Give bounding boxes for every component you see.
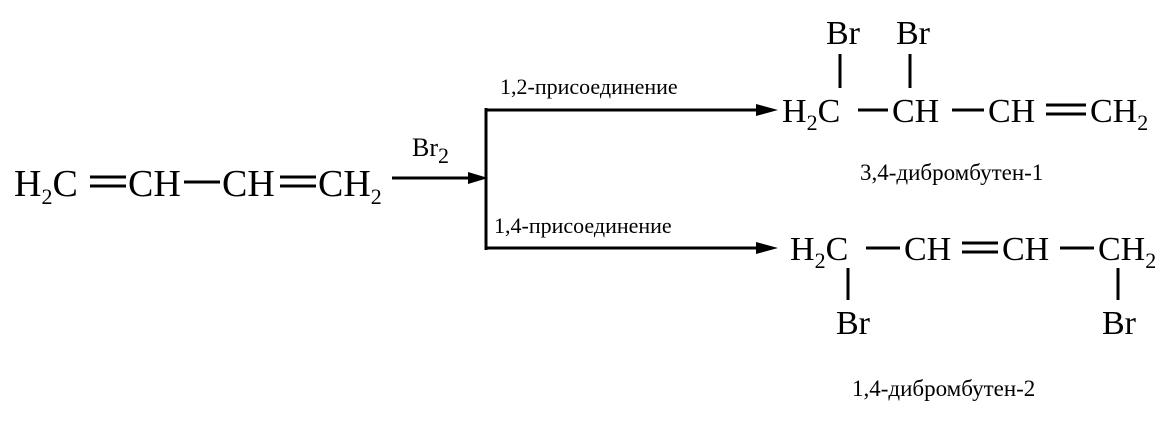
top-sub-2: 2 xyxy=(1137,110,1148,135)
top-ch-1: CH xyxy=(892,93,939,130)
top-h: H xyxy=(782,93,807,130)
svg-text:H2C: H2C xyxy=(790,231,848,273)
reagent-text: Br xyxy=(412,133,438,162)
svg-text:Br2: Br2 xyxy=(412,133,449,168)
reagent-arrow: Br2 xyxy=(392,133,488,184)
svg-text:CH2: CH2 xyxy=(1090,93,1148,135)
bottom-c: C xyxy=(826,231,849,268)
svg-text:CH2: CH2 xyxy=(318,163,382,209)
product-bottom-name: 1,4-дибромбутен-2 xyxy=(852,376,1035,401)
bottom-ch-2: CH xyxy=(1002,231,1049,268)
branch-bottom-arrow-head xyxy=(756,242,778,254)
top-ch-3: CH xyxy=(1090,93,1137,130)
reagent-sub: 2 xyxy=(438,143,449,168)
bottom-ch-3: CH xyxy=(1098,231,1145,268)
reactant-ch-1: CH xyxy=(128,163,181,205)
product-top-name: 3,4-дибромбутен-1 xyxy=(860,160,1043,185)
bottom-h: H xyxy=(790,231,815,268)
product-top: Br Br H2C CH CH CH2 xyxy=(782,15,1148,135)
branch-connector xyxy=(484,104,778,254)
main-arrow-head xyxy=(468,172,488,184)
product-bottom: H2C CH CH CH2 Br Br xyxy=(790,231,1156,342)
top-c: C xyxy=(818,93,841,130)
bottom-ch-1: CH xyxy=(904,231,951,268)
bottom-substituent-1: Br xyxy=(836,305,871,342)
top-substituent-2: Br xyxy=(896,15,931,52)
reactant-ch-3: CH xyxy=(318,163,371,205)
branch-top-label: 1,2-присоединение xyxy=(500,74,678,99)
bottom-sub-2: 2 xyxy=(1145,248,1156,273)
top-ch-2: CH xyxy=(988,93,1035,130)
reactant-c: C xyxy=(52,163,77,205)
reactant-ch-2: CH xyxy=(222,163,275,205)
branch-top-arrow-head xyxy=(756,104,778,116)
top-substituent-1: Br xyxy=(826,15,861,52)
reactant-sub-2: 2 xyxy=(371,184,382,209)
top-sub-1: 2 xyxy=(807,110,818,135)
bottom-sub-1: 2 xyxy=(815,248,826,273)
svg-text:H2C: H2C xyxy=(782,93,840,135)
reactant-h: H xyxy=(14,163,41,205)
branch-bottom-label: 1,4-присоединение xyxy=(494,213,672,238)
reactant-formula: H2C CH CH CH2 xyxy=(14,163,382,209)
svg-text:H2C: H2C xyxy=(14,163,78,209)
svg-text:CH2: CH2 xyxy=(1098,231,1156,273)
bottom-substituent-2: Br xyxy=(1102,305,1137,342)
reactant-sub-1: 2 xyxy=(41,184,52,209)
